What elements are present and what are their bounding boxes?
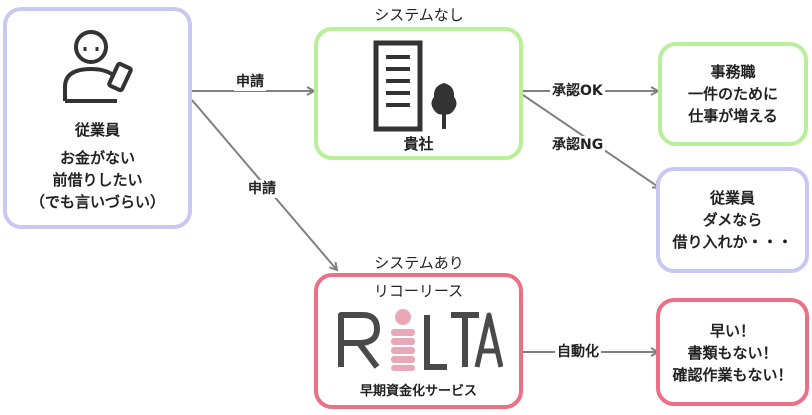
approved-outcome-box: 事務職 一件のために 仕事が増える [658,42,808,146]
logo-subtitle: 早期資金化サービス [359,384,477,399]
with-system-caption: システムあり [374,254,464,272]
no-system-caption: システムなし [374,6,464,24]
label-approve-ng: 承認NG [550,136,606,154]
employee-phone-icon [63,30,133,103]
label-automation: 自動化 [555,343,601,361]
employee-line: お金がない [59,149,135,167]
label-apply-top: 申請 [234,73,266,91]
company-label: 貴社 [403,135,434,153]
outcome-line: 借り入れか・・・ [672,233,793,251]
automated-outcome-box: 早い！ 書類もない！ 確認作業もない！ [656,298,809,406]
outcome-line: 書類もない！ [687,344,778,362]
building-icon [373,40,457,132]
automated-outcome-text: 早い！ 書類もない！ 確認作業もない！ [660,320,805,386]
employee-box: 従業員 お金がない 前借りしたい （でも言いづらい） [3,7,192,229]
service-title: リコーリース [373,282,464,300]
employee-title: 従業員 [74,121,120,139]
label-approve-ok: 承認OK [550,82,605,100]
label-apply-diag: 申請 [246,180,278,198]
employee-lines: お金がない 前借りしたい （でも言いづらい） [7,147,188,213]
outcome-line: 仕事が増える [688,107,778,125]
outcome-line: 確認作業もない！ [672,366,793,384]
rilta-logo [338,309,503,371]
employee-line: 前借りしたい [52,171,143,189]
rejected-outcome-text: 従業員 ダメなら 借り入れか・・・ [660,187,805,253]
employee-line: （でも言いづらい） [29,193,165,211]
outcome-line: 事務職 [710,63,756,81]
outcome-line: 従業員 [709,189,755,207]
company-box: 貴社 [314,27,523,160]
approved-outcome-text: 事務職 一件のために 仕事が増える [662,61,804,127]
outcome-line: ダメなら [702,211,763,229]
rejected-outcome-box: 従業員 ダメなら 借り入れか・・・ [656,167,809,273]
service-box: リコーリース 早期資金化サービス [314,273,523,409]
outcome-line: 一件のために [687,85,778,103]
outcome-line: 早い！ [709,322,755,340]
